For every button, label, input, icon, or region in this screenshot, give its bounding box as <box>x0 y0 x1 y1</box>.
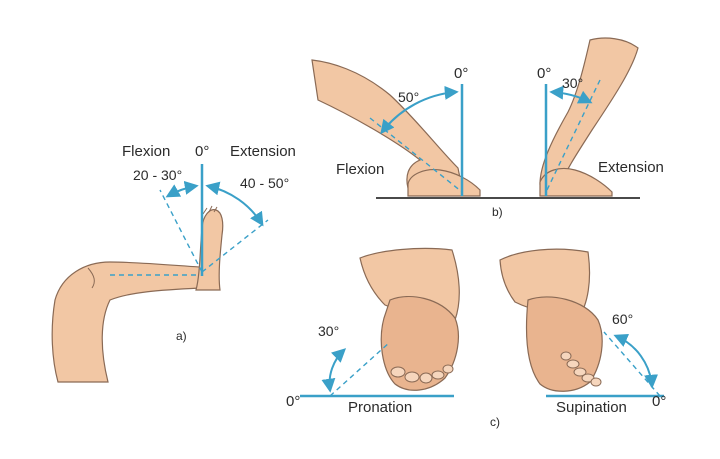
panel-a-flexion-range: 20 - 30° <box>133 167 182 183</box>
panel-b-left-angle: 50° <box>398 89 419 105</box>
panel-b-left-zero: 0° <box>454 65 468 82</box>
panel-c-left-angle: 30° <box>318 323 339 339</box>
panel-a-flexion: Flexion <box>122 143 170 160</box>
flexion-arc <box>165 180 199 198</box>
panel-b-left-caption: Flexion <box>336 161 384 178</box>
extension-arc <box>205 181 264 227</box>
toes-right-c <box>560 351 602 387</box>
arc-right-b <box>549 85 593 104</box>
tilt-guide-right-c <box>603 331 661 397</box>
panel-b-right-caption: Extension <box>598 159 664 176</box>
leg-right-b <box>539 37 639 185</box>
panel-c-left-caption: Pronation <box>348 399 412 416</box>
panel-a-extension: Extension <box>230 143 296 160</box>
foot-left-b <box>407 169 481 197</box>
panel-b-label: b) <box>492 205 503 219</box>
arc-right-c <box>613 334 659 389</box>
panel-c-right-angle: 60° <box>612 311 633 327</box>
toes-left-c <box>390 364 454 384</box>
panel-c-right-zero: 0° <box>652 393 666 410</box>
panel-c-left-zero: 0° <box>286 393 300 410</box>
panel-a-label: a) <box>176 329 187 343</box>
foot-right-b <box>539 167 613 197</box>
panel-b: 0° 50° Flexion 0° 30° Extension b) <box>311 37 664 219</box>
leg-thigh-shin <box>51 261 217 383</box>
panel-c-right-caption: Supination <box>556 399 627 416</box>
tilt-guide-left-c <box>329 341 391 397</box>
knee-crease <box>87 267 95 289</box>
arc-left-c <box>321 348 347 393</box>
panel-a: 0° Flexion Extension 20 - 30° 40 - 50° a… <box>51 143 296 383</box>
foot-left-c <box>380 296 460 391</box>
panel-c-label: c) <box>490 415 500 429</box>
foot-up <box>195 209 224 291</box>
panel-a-extension-range: 40 - 50° <box>240 175 289 191</box>
panel-a-zero: 0° <box>195 143 209 160</box>
flexion-limit-line <box>159 189 203 273</box>
arc-left-b <box>380 85 459 135</box>
panel-c: 0° 30° Pronation 0° 60° Supination c) <box>286 247 666 429</box>
panel-b-right-angle: 30° <box>562 75 583 91</box>
panel-b-right-zero: 0° <box>537 65 551 82</box>
